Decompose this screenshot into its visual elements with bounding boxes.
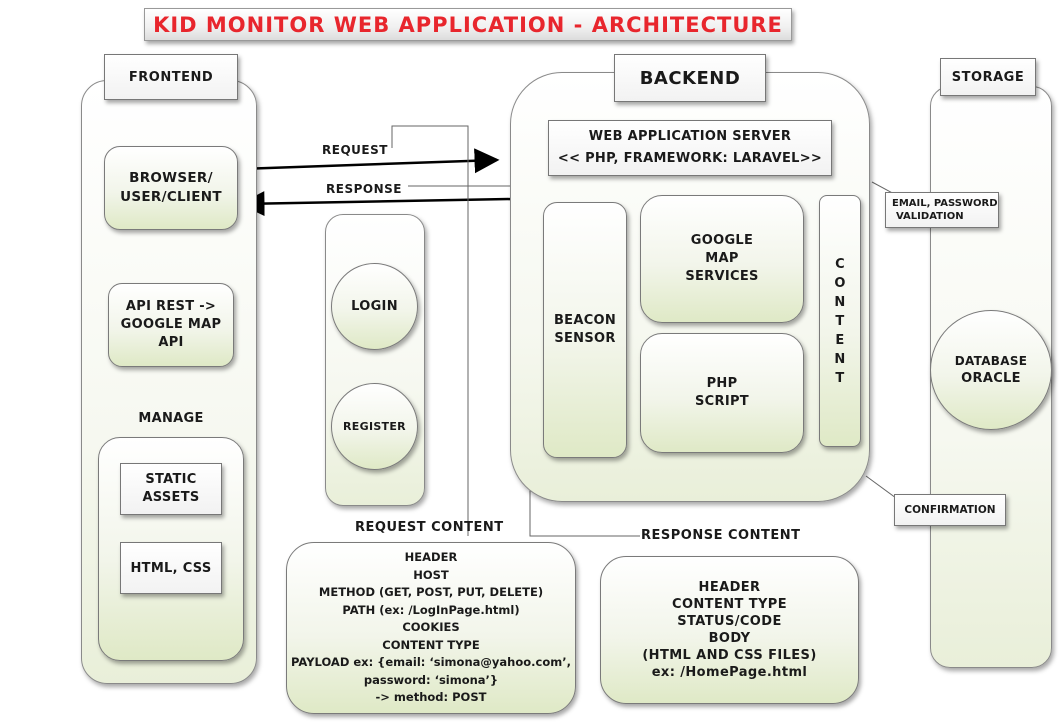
email-password-validation-label: EMAIL, PASSWORD VALIDATION: [885, 192, 999, 228]
browser-line-1: BROWSER/: [129, 170, 213, 186]
content-node[interactable]: C O N T E N T: [819, 195, 861, 447]
request-arrow: [237, 148, 500, 174]
response-detail-line: CONTENT TYPE: [672, 597, 787, 612]
static-line-1: STATIC: [145, 472, 197, 487]
server-line-2: << PHP, FRAMEWORK: LARAVEL>>: [557, 151, 823, 166]
request-detail-line: PATH (ex: /LogInPage.html): [342, 602, 520, 617]
beacon-sensor-node[interactable]: BEACON SENSOR: [543, 202, 627, 458]
response-detail-line: BODY: [708, 631, 751, 646]
static-line-2: ASSETS: [142, 490, 200, 505]
request-detail-line: HOST: [413, 567, 449, 582]
api-line-2: GOOGLE MAP: [120, 317, 222, 332]
content-letter: C: [835, 256, 845, 272]
content-letter: E: [835, 332, 845, 348]
content-letter: N: [834, 294, 846, 310]
database-oracle-node[interactable]: DATABASE ORACLE: [930, 310, 1052, 430]
response-label: RESPONSE: [326, 182, 402, 196]
web-app-server-node[interactable]: WEB APPLICATION SERVER << PHP, FRAMEWORK…: [548, 120, 832, 176]
html-css-node[interactable]: HTML, CSS: [120, 542, 222, 594]
api-line-1: API REST ->: [125, 299, 217, 314]
response-detail-line: ex: /HomePage.html: [651, 665, 808, 680]
api-rest-node[interactable]: API REST -> GOOGLE MAP API: [108, 283, 234, 367]
request-content-box: HEADER HOST METHOD (GET, POST, PUT, DELE…: [286, 542, 576, 714]
request-detail-line: HEADER: [404, 550, 458, 565]
request-content-label: REQUEST CONTENT: [355, 520, 504, 535]
storage-label: STORAGE: [940, 58, 1036, 96]
request-detail-line: CONTENT TYPE: [382, 637, 480, 652]
php-line-2: SCRIPT: [695, 394, 749, 409]
beacon-line-1: BEACON: [553, 313, 617, 328]
confirmation-label: CONFIRMATION: [894, 494, 1006, 526]
response-detail-line: STATUS/CODE: [677, 614, 782, 629]
diagram-title: KID MONITOR WEB APPLICATION - ARCHITECTU…: [144, 8, 792, 41]
confirmation-connector: [865, 475, 897, 499]
server-line-1: WEB APPLICATION SERVER: [588, 129, 792, 144]
static-assets-node[interactable]: STATIC ASSETS: [120, 463, 222, 515]
validation-line-1: EMAIL, PASSWORD: [892, 198, 998, 209]
response-content-label: RESPONSE CONTENT: [641, 528, 801, 543]
google-line-3: SERVICES: [685, 269, 759, 284]
php-line-1: PHP: [706, 376, 738, 391]
response-arrow: [239, 191, 513, 217]
php-script-node[interactable]: PHP SCRIPT: [640, 333, 804, 453]
content-letter: T: [835, 370, 845, 386]
frontend-label: FRONTEND: [104, 54, 238, 100]
login-node[interactable]: LOGIN: [331, 263, 418, 350]
response-content-box: HEADER CONTENT TYPE STATUS/CODE BODY (HT…: [600, 556, 859, 704]
api-line-3: API: [158, 335, 184, 350]
manage-label: MANAGE: [138, 411, 204, 426]
beacon-line-2: SENSOR: [554, 331, 616, 346]
request-detail-line: PAYLOAD ex: {email: ‘simona@yahoo.com’,: [291, 655, 571, 670]
google-line-2: MAP: [705, 251, 739, 266]
register-node[interactable]: REGISTER: [331, 383, 418, 470]
validation-line-2: VALIDATION: [896, 211, 964, 222]
response-detail-line: (HTML AND CSS FILES): [642, 648, 817, 663]
content-letter: O: [834, 275, 846, 291]
response-detail-line: HEADER: [698, 580, 761, 595]
browser-client-node[interactable]: BROWSER/ USER/CLIENT: [104, 146, 238, 230]
google-map-services-node[interactable]: GOOGLE MAP SERVICES: [640, 195, 804, 323]
request-detail-line: -> method: POST: [375, 690, 487, 705]
request-label: REQUEST: [322, 143, 388, 157]
request-detail-line: COOKIES: [402, 620, 460, 635]
request-detail-line: password: ‘simona’}: [363, 672, 499, 687]
database-line-1: DATABASE: [954, 354, 1028, 368]
database-line-2: ORACLE: [961, 371, 1021, 386]
content-letter: T: [835, 313, 845, 329]
backend-label: BACKEND: [614, 54, 766, 102]
browser-line-2: USER/CLIENT: [120, 189, 222, 205]
content-letter: N: [834, 351, 846, 367]
google-line-1: GOOGLE: [690, 233, 754, 248]
request-detail-line: METHOD (GET, POST, PUT, DELETE): [318, 585, 544, 600]
